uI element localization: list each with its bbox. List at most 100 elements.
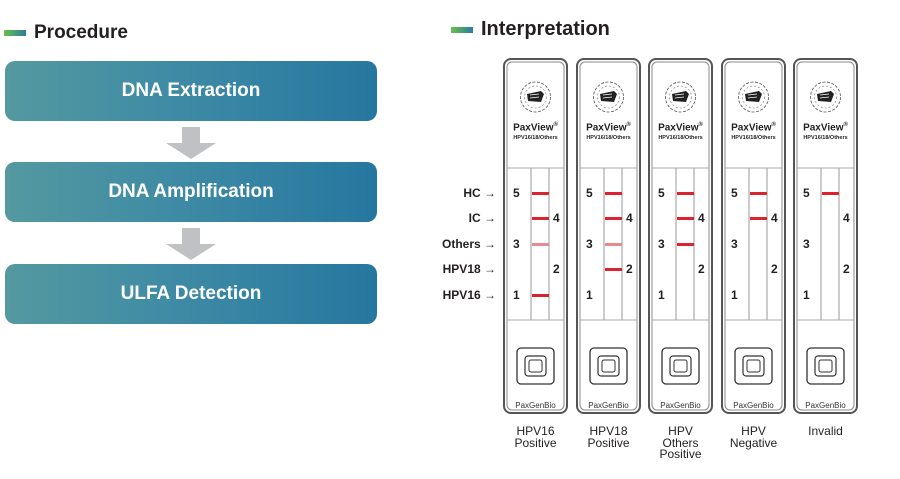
band-number-1: 1 <box>513 288 520 302</box>
strip-outline <box>648 58 713 414</box>
strip-subtitle: HPV16/18/Others <box>658 135 703 141</box>
band-number-1: 1 <box>803 288 810 302</box>
dna-helix-logo-icon <box>520 81 551 113</box>
test-band-3-faint <box>605 243 622 246</box>
row-label-hpv18: HPV18 → <box>442 262 496 276</box>
caption-line: HPV18 <box>589 424 628 438</box>
registered-mark: ® <box>698 122 703 128</box>
caption-line: Positive <box>514 435 557 450</box>
strip-brand-text: PaxView <box>731 122 772 134</box>
registered-mark: ® <box>771 122 776 128</box>
strip-subtitle: HPV16/18/Others <box>513 135 558 141</box>
dna-helix-logo-icon <box>665 81 696 113</box>
step-dna-extraction: DNA Extraction <box>5 61 377 121</box>
band-number-3: 3 <box>513 237 520 251</box>
title-accent-bar <box>451 26 473 33</box>
procedure-title-text: Procedure <box>34 22 128 43</box>
band-number-4: 4 <box>843 211 850 225</box>
title-accent-bar <box>4 30 26 36</box>
band-number-4: 4 <box>553 211 560 225</box>
strip-brand-text: PaxView <box>803 122 844 134</box>
dna-helix-logo-icon <box>593 81 624 113</box>
strip-brand: PaxView® <box>721 122 786 133</box>
step-ulfa-detection: ULFA Detection <box>5 264 377 324</box>
strip-outline <box>721 58 786 414</box>
strip-maker: PaxGenBio <box>660 401 701 410</box>
band-number-1: 1 <box>586 288 593 302</box>
caption-line: HPV <box>668 424 693 438</box>
step-label: DNA Extraction <box>121 80 261 101</box>
interpretation-title: Interpretation <box>451 18 610 41</box>
caption-line: Invalid <box>808 424 843 438</box>
test-band-1-strong <box>532 294 549 297</box>
strip-result-caption: Invalid <box>786 424 866 438</box>
test-strip: PaxView® HPV16/18/Others PaxGenBio 5 4 3 2 1 <box>721 58 786 414</box>
band-number-2: 2 <box>771 262 778 276</box>
procedure-title: Procedure <box>4 22 128 44</box>
registered-mark: ® <box>626 122 631 128</box>
step-dna-amplification: DNA Amplification <box>5 162 377 222</box>
band-number-5: 5 <box>803 186 810 200</box>
caption-line: HPV16 <box>516 424 555 438</box>
test-band-3-faint <box>532 243 549 246</box>
test-band-4-strong <box>605 217 622 220</box>
strip-maker: PaxGenBio <box>515 401 556 410</box>
row-label-hc: HC → <box>463 186 496 200</box>
band-number-3: 3 <box>586 237 593 251</box>
strip-subtitle: HPV16/18/Others <box>803 135 848 141</box>
strip-brand: PaxView® <box>793 122 858 133</box>
test-band-3-strong <box>677 243 694 246</box>
row-label-hpv16: HPV16 → <box>442 288 496 302</box>
test-band-4-strong <box>532 217 549 220</box>
test-band-5-strong <box>750 192 767 195</box>
caption-line: Positive <box>587 435 630 450</box>
strip-outline <box>503 58 568 414</box>
band-number-4: 4 <box>771 211 778 225</box>
row-label-others: Others → <box>441 237 496 251</box>
band-number-2: 2 <box>626 262 633 276</box>
band-number-1: 1 <box>658 288 665 302</box>
test-band-2-strong <box>605 268 622 271</box>
registered-mark: ® <box>843 122 848 128</box>
band-number-4: 4 <box>626 211 633 225</box>
band-number-5: 5 <box>586 186 593 200</box>
step-label: DNA Amplification <box>108 181 274 202</box>
strip-brand-text: PaxView <box>586 122 627 134</box>
test-band-5-strong <box>677 192 694 195</box>
strip-outline <box>793 58 858 414</box>
band-number-2: 2 <box>698 262 705 276</box>
strip-brand: PaxView® <box>576 122 641 133</box>
strip-brand: PaxView® <box>503 122 568 133</box>
down-arrow-icon <box>166 228 216 260</box>
caption-line: Positive <box>659 447 702 461</box>
test-band-5-strong <box>605 192 622 195</box>
test-band-4-strong <box>677 217 694 220</box>
interpretation-title-text: Interpretation <box>481 18 610 40</box>
strip-subtitle: HPV16/18/Others <box>731 135 776 141</box>
registered-mark: ® <box>553 122 558 128</box>
strip-maker: PaxGenBio <box>733 401 774 410</box>
test-band-5-strong <box>532 192 549 195</box>
band-number-5: 5 <box>731 186 738 200</box>
step-label: ULFA Detection <box>120 283 262 304</box>
caption-line: Negative <box>729 435 778 450</box>
band-number-3: 3 <box>731 237 738 251</box>
strip-brand-text: PaxView <box>658 122 699 134</box>
band-number-2: 2 <box>553 262 560 276</box>
strip-brand-text: PaxView <box>513 122 554 134</box>
band-number-1: 1 <box>731 288 738 302</box>
dna-helix-logo-icon <box>810 81 841 113</box>
down-arrow-icon <box>166 127 216 159</box>
strip-maker: PaxGenBio <box>588 401 629 410</box>
test-band-5-strong <box>822 192 839 195</box>
row-label-ic: IC → <box>468 211 496 225</box>
strip-maker: PaxGenBio <box>805 401 846 410</box>
caption-line: HPV <box>741 424 766 438</box>
